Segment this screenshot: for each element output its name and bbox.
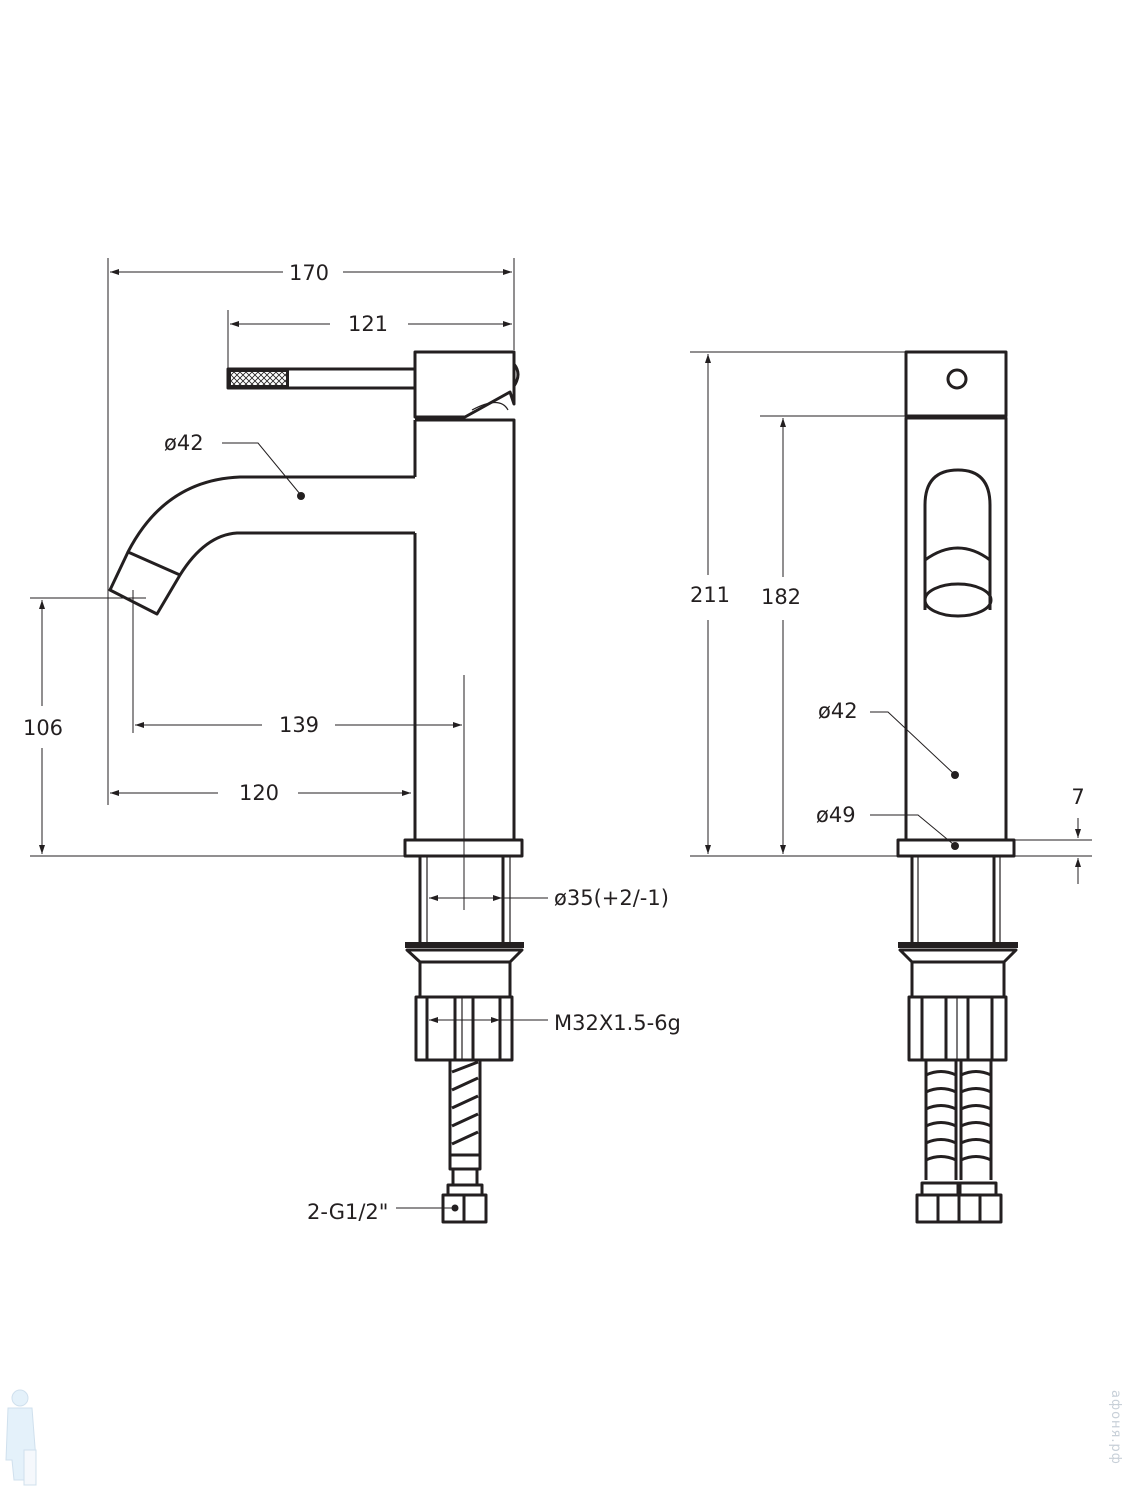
spout (126, 475, 415, 576)
dim-body-height: 182 (761, 585, 801, 609)
front-view: 211 182 ø42 ø49 7 (690, 350, 1092, 1224)
head-knob (512, 363, 520, 387)
label-spout-diameter: ø42 (164, 431, 204, 455)
lock-nut (414, 995, 514, 1062)
front-base-flange (896, 838, 1016, 858)
front-handle-head (904, 350, 1008, 418)
handle-pivot-icon (946, 368, 968, 390)
watermark-text: афоня.рф (1108, 1390, 1123, 1465)
label-hose-connection: 2-G1/2" (307, 1200, 388, 1224)
dim-overall-width: 170 (289, 261, 329, 285)
label-body-diameter: ø42 (818, 699, 858, 723)
dim-total-height: 211 (690, 583, 730, 607)
front-lock-nut (907, 995, 1008, 1062)
lever-grip-hatch (228, 369, 289, 388)
faucet-body (413, 418, 516, 840)
front-supply-hoses (915, 1060, 1003, 1224)
spout-outlet (923, 468, 993, 618)
dim-flange-thickness: 7 (1071, 785, 1084, 809)
spout-aerator (108, 550, 182, 616)
shank (418, 856, 505, 942)
mounting-washer (405, 942, 524, 948)
dim-spout-reach: 120 (239, 781, 279, 805)
handle-head (413, 350, 516, 419)
label-hole-diameter: ø35(+2/-1) (554, 886, 669, 910)
dim-lever-width: 121 (348, 312, 388, 336)
dim-spout-height: 106 (23, 716, 63, 740)
watermark-mascot-logo (5, 1389, 37, 1486)
side-view: 170 121 ø42 106 139 120 ø35(+2/-1) M32X1… (23, 258, 681, 1224)
label-thread: M32X1.5-6g (554, 1011, 681, 1035)
supply-hose (441, 1060, 488, 1224)
spout-center-dot (297, 492, 305, 500)
dim-spout-reach-center: 139 (279, 713, 319, 737)
label-flange-diameter: ø49 (816, 803, 856, 827)
